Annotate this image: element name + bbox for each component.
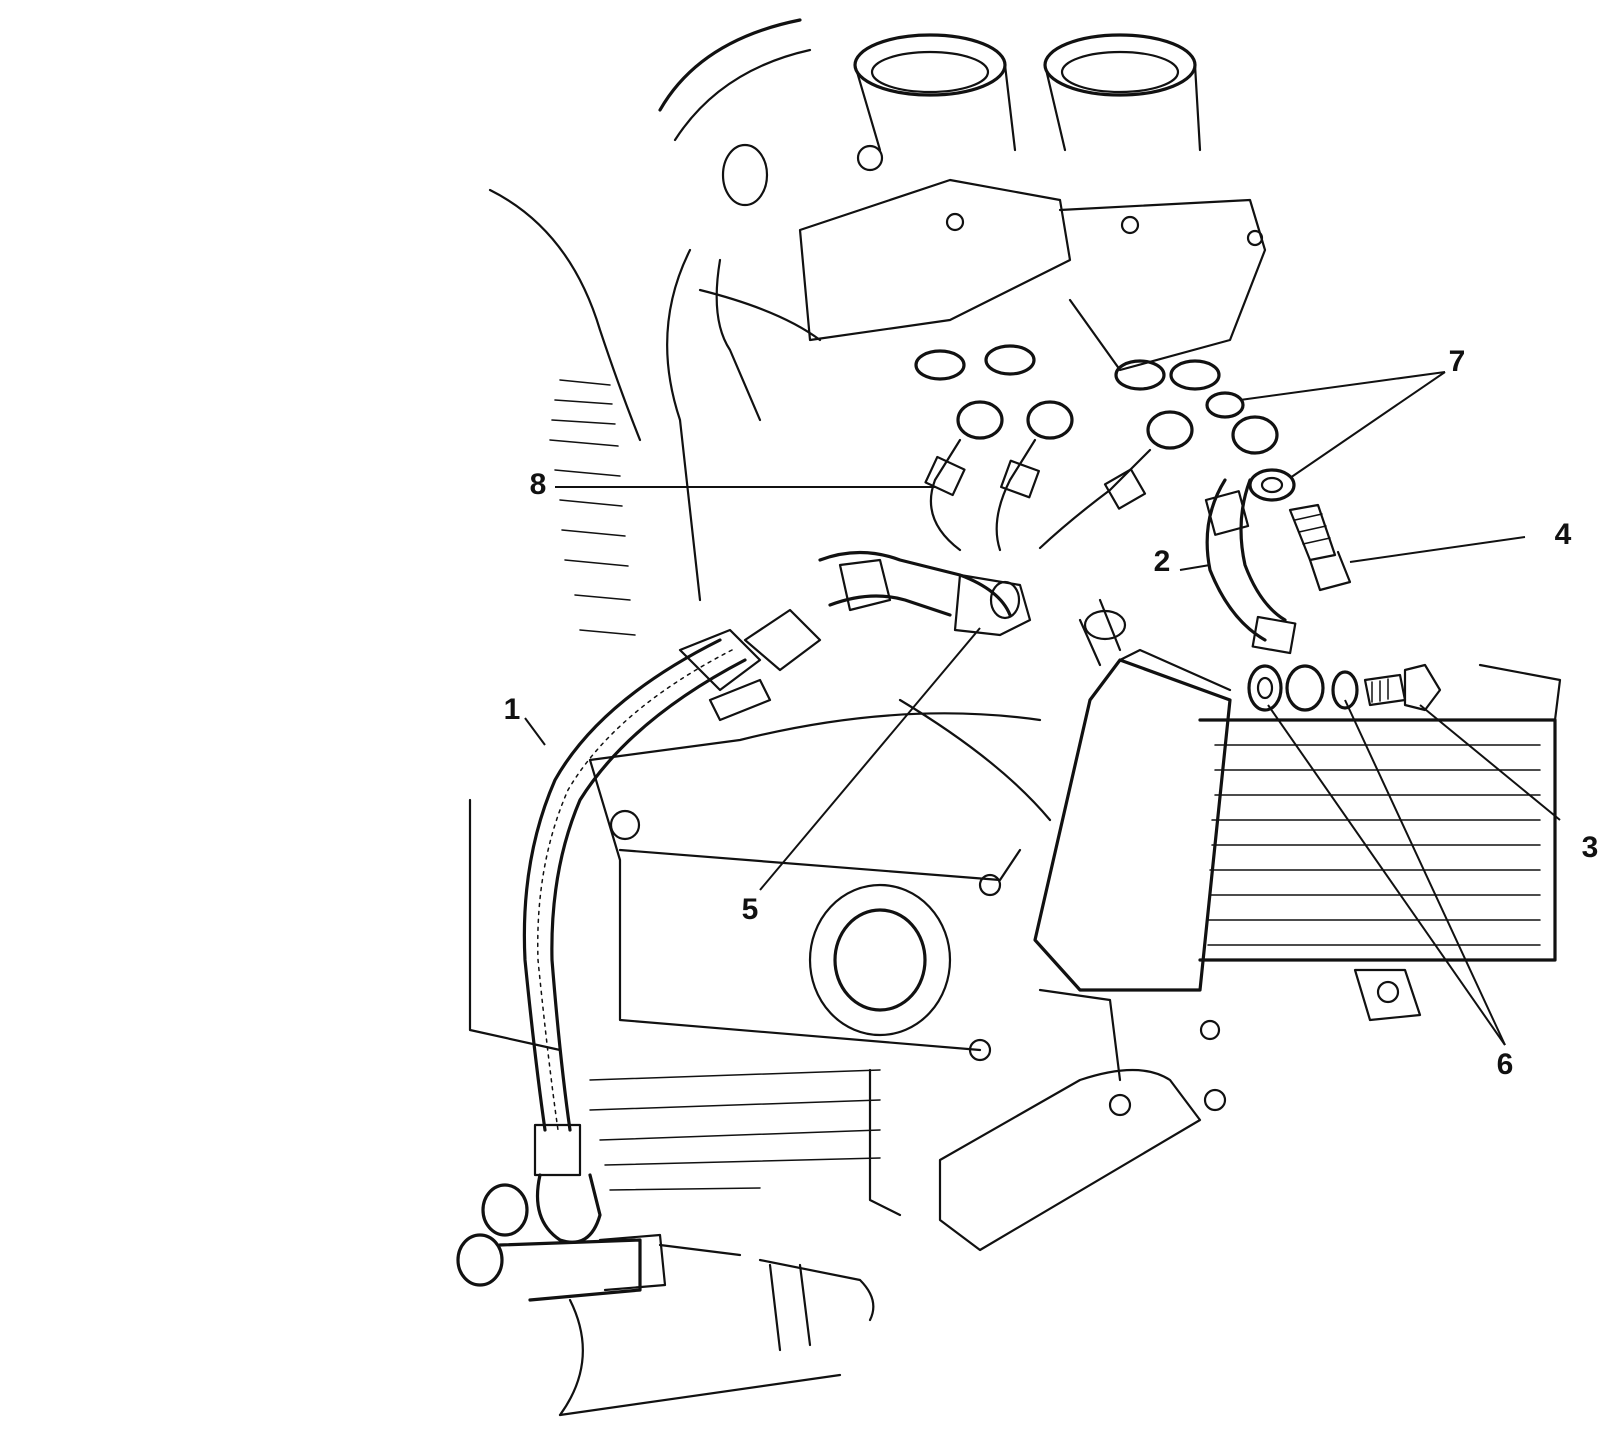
leader-4: [1349, 536, 1526, 563]
callout-7: 7: [1448, 345, 1466, 378]
callout-1: 1: [503, 693, 521, 726]
oil-cooler: [1033, 598, 1562, 1022]
callout-3: 3: [1581, 831, 1599, 864]
callout-2: 2: [1153, 545, 1171, 578]
frame-contour: [488, 188, 642, 442]
leader-3: [1419, 704, 1561, 821]
leader-5: [759, 627, 981, 891]
callout-8: 8: [529, 468, 547, 501]
leader-7a: [1239, 371, 1446, 401]
washers-and-union: [1247, 663, 1442, 712]
hose-union-5: [818, 550, 1032, 637]
lower-hose: [456, 1183, 875, 1417]
banjo-fittings: [914, 344, 1279, 455]
throttle-bodies: [798, 33, 1267, 372]
oil-hose-2: [1204, 478, 1297, 655]
leader-6b: [1344, 699, 1506, 1046]
leader-2: [1179, 564, 1211, 571]
leader-7b: [1289, 371, 1446, 479]
callout-6: 6: [1496, 1048, 1514, 1081]
leader-lines: [524, 371, 1561, 1046]
cylinder-fins-left: [549, 379, 636, 636]
callout-5: 5: [741, 893, 759, 926]
callout-4: 4: [1554, 518, 1572, 551]
small-hoses: [924, 438, 1152, 552]
leader-6a: [1267, 704, 1506, 1046]
sealing-washers-7: [1205, 391, 1296, 502]
intake-runner: [658, 18, 822, 602]
engine-crankcase: [468, 698, 1227, 1252]
banjo-bolt-4: [1288, 503, 1352, 592]
leader-1: [524, 717, 546, 746]
oil-hose-1: [522, 608, 822, 1244]
